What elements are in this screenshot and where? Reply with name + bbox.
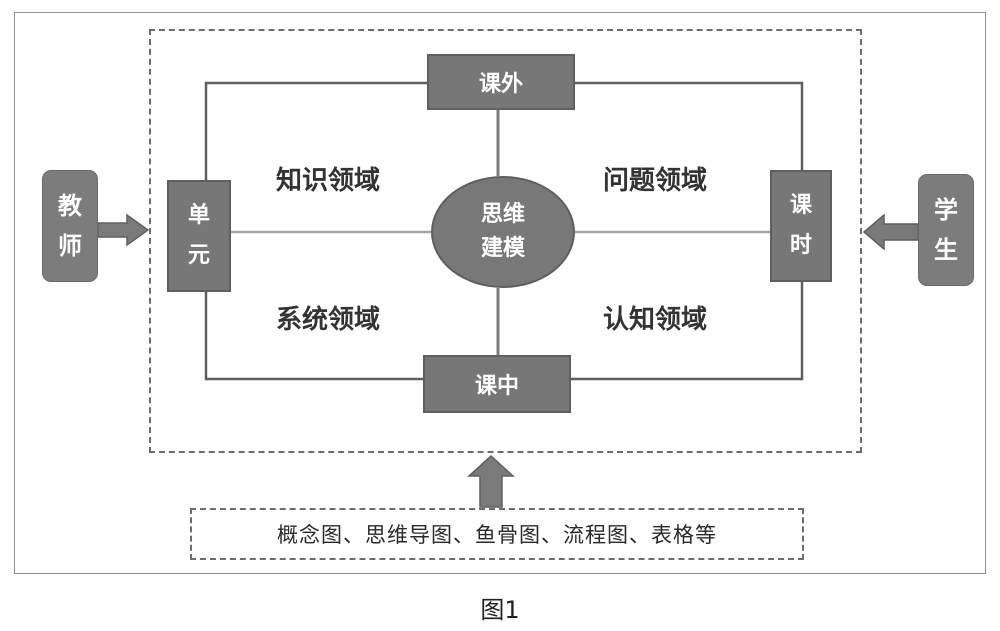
figure-frame: [14, 12, 986, 574]
figure-caption: 图1: [480, 596, 520, 624]
tools-box: 概念图、思维导图、鱼骨图、流程图、表格等: [190, 508, 804, 560]
system-domain-label: 系统领域: [276, 305, 381, 335]
student-label-line1: 学: [934, 196, 958, 224]
unit-label-line1: 单: [187, 203, 210, 228]
student-label-line2: 生: [934, 236, 958, 264]
student-box: 学 生: [918, 174, 974, 286]
knowledge-domain-label: 知识领域: [276, 166, 381, 196]
center-label-line1: 思维: [480, 202, 525, 227]
in-class-label: 课中: [474, 374, 519, 399]
teacher-arrow: [97, 213, 150, 247]
lesson-box: 课 时: [770, 170, 832, 282]
thinking-modeling-ellipse: 思维 建模: [431, 176, 575, 288]
student-arrow: [862, 213, 919, 251]
tools-arrow: [467, 454, 515, 508]
cognition-domain-label: 认知领域: [603, 305, 708, 335]
teacher-box: 教 师: [42, 170, 98, 282]
unit-box: 单 元: [167, 180, 231, 292]
problem-domain-label: 问题领域: [603, 166, 708, 196]
outside-class-box: 课外: [427, 54, 575, 110]
tools-label: 概念图、思维导图、鱼骨图、流程图、表格等: [277, 523, 717, 547]
lesson-label-line1: 课: [789, 193, 812, 218]
lesson-label-line2: 时: [789, 233, 812, 258]
outside-class-label: 课外: [478, 72, 523, 97]
teacher-label-line2: 师: [58, 232, 82, 260]
unit-label-line2: 元: [187, 243, 210, 268]
in-class-box: 课中: [423, 355, 571, 413]
teacher-label-line1: 教: [58, 192, 82, 220]
teaching-framework-dashed-border: [149, 29, 862, 453]
center-label-line2: 建模: [480, 236, 525, 261]
